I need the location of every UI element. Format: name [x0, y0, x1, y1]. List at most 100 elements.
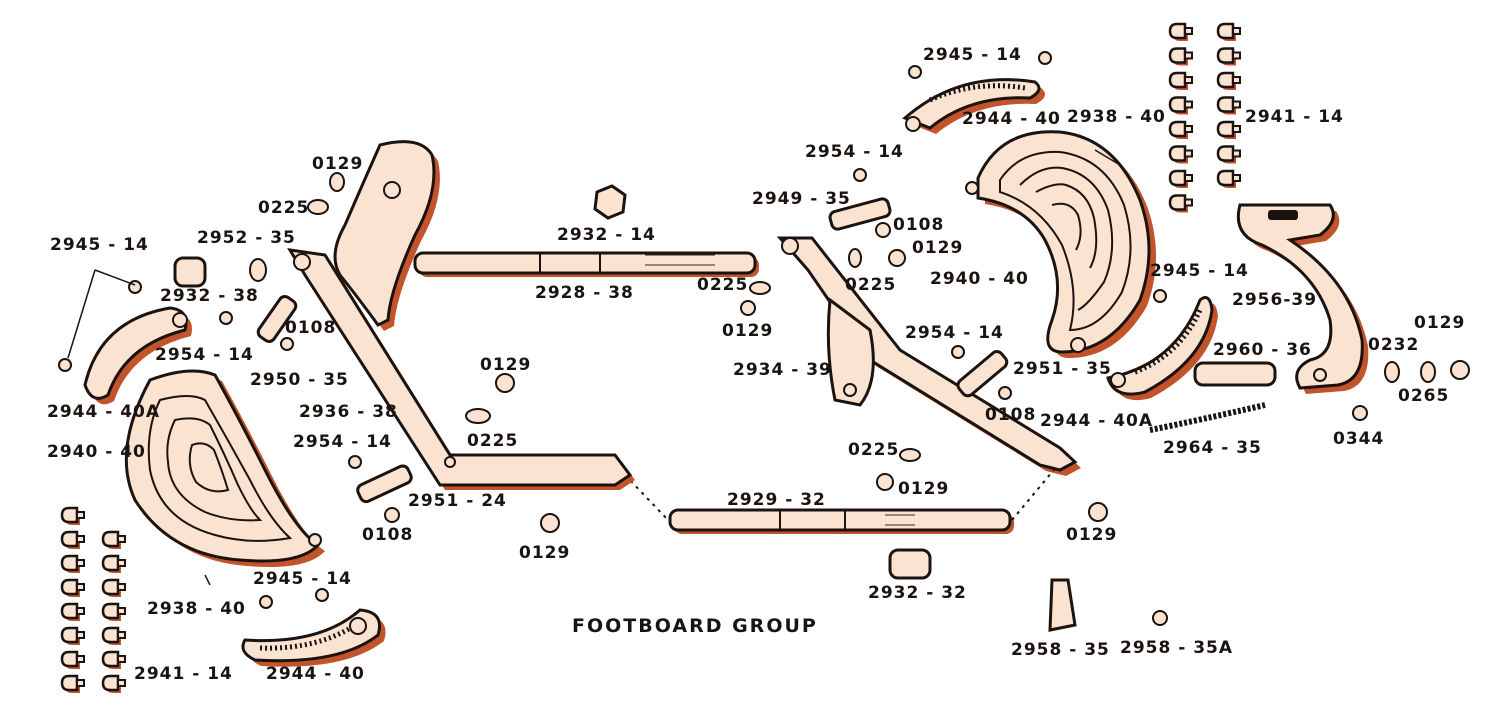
label-0129: 0129 [1066, 525, 1117, 545]
bolt [1168, 169, 1187, 187]
bolt [1168, 96, 1187, 113]
bolt [60, 530, 79, 548]
part-labels: 2945 - 14 2954 - 14 2938 - 40 2941 - 14 … [47, 45, 1465, 684]
label-0225: 0225 [258, 198, 309, 218]
label-0129: 0129 [480, 355, 531, 375]
label-2949-35: 2949 - 35 [752, 189, 851, 209]
bolt [1168, 22, 1187, 40]
right-hardware [740, 197, 1470, 632]
label-2940-40: 2940 - 40 [930, 269, 1029, 289]
bolt [101, 626, 120, 644]
label-0225: 0225 [697, 275, 748, 295]
label-2934-39: 2934 - 39 [733, 360, 832, 380]
label-2938-40: 2938 - 40 [1067, 107, 1166, 127]
bolt [1168, 194, 1187, 211]
diagram-title: FOOTBOARD GROUP [572, 615, 818, 637]
bolt [60, 650, 79, 668]
label-2954-14: 2954 - 14 [805, 142, 904, 162]
label-2945-14: 2945 - 14 [923, 45, 1022, 65]
bolt [1168, 145, 1187, 162]
label-2945-14: 2945 - 14 [1150, 261, 1249, 281]
bolt [1216, 145, 1235, 162]
right-lower-rubber [1106, 296, 1218, 401]
left-lever [287, 140, 635, 490]
bolt [1216, 169, 1235, 187]
label-0225: 0225 [467, 431, 518, 451]
bolt [60, 578, 79, 596]
label-2951-35: 2951 - 35 [1013, 359, 1112, 379]
bolt [1168, 120, 1187, 138]
label-2945-14: 2945 - 14 [50, 235, 149, 255]
label-2954-14: 2954 - 14 [155, 345, 254, 365]
label-2938-40: 2938 - 40 [147, 599, 246, 619]
label-2950-35: 2950 - 35 [250, 370, 349, 390]
label-2940-40: 2940 - 40 [47, 442, 146, 462]
left-upper-rubber [83, 306, 192, 405]
label-2952-35: 2952 - 35 [197, 228, 296, 248]
right-footboard [965, 130, 1156, 358]
bolt [1216, 71, 1235, 89]
label-2954-14: 2954 - 14 [905, 323, 1004, 343]
left-bolt-rows [60, 506, 126, 693]
right-upper-rubber [902, 78, 1045, 134]
label-0108: 0108 [362, 525, 413, 545]
bolt [101, 650, 120, 668]
label-2929-32: 2929 - 32 [727, 490, 826, 510]
label-0129: 0129 [912, 238, 963, 258]
bolt [1216, 47, 1235, 64]
center-nuts [465, 184, 627, 533]
lower-rod [624, 464, 1059, 534]
label-0129: 0129 [1414, 313, 1465, 333]
bolt [60, 674, 79, 692]
label-2941-14: 2941 - 14 [1245, 107, 1344, 127]
upper-rod [413, 251, 759, 277]
right-bolt-rows [1168, 22, 1241, 213]
label-2958-35A: 2958 - 35A [1120, 638, 1233, 658]
label-0225: 0225 [848, 440, 899, 460]
bolt [101, 674, 120, 692]
bolt [101, 578, 120, 596]
bolt [1168, 47, 1187, 64]
label-0129: 0129 [519, 543, 570, 563]
label-0232: 0232 [1368, 335, 1419, 355]
label-2941-14: 2941 - 14 [134, 664, 233, 684]
bolt [1216, 22, 1235, 40]
right-bracket [1236, 203, 1369, 394]
label-0108: 0108 [893, 215, 944, 235]
bolt [60, 626, 79, 644]
left-footboard [124, 369, 325, 567]
label-2936-38: 2936 - 38 [299, 402, 398, 422]
label-2954-14: 2954 - 14 [293, 432, 392, 452]
label-2944-40: 2944 - 40 [266, 664, 365, 684]
left-lower-rubber [241, 608, 386, 667]
label-2958-35: 2958 - 35 [1011, 640, 1110, 660]
label-2944-40: 2944 - 40 [962, 109, 1061, 129]
label-2932-14: 2932 - 14 [557, 225, 656, 245]
bolt [1216, 96, 1235, 113]
label-2944-40A: 2944 - 40A [1040, 411, 1153, 431]
bolt [60, 506, 79, 524]
label-2951-24: 2951 - 24 [408, 491, 507, 511]
bolt [101, 530, 120, 548]
bolt [101, 554, 120, 572]
label-0344: 0344 [1333, 429, 1384, 449]
label-0129: 0129 [312, 154, 363, 174]
right-lever [776, 236, 1081, 476]
bolt [60, 554, 79, 572]
label-0108: 0108 [985, 405, 1036, 425]
label-0265: 0265 [1398, 386, 1449, 406]
label-2928-38: 2928 - 38 [535, 283, 634, 303]
bolt [1168, 71, 1187, 89]
left-hardware [58, 51, 1167, 609]
bolt [1216, 120, 1235, 138]
label-0225: 0225 [845, 275, 896, 295]
label-2960-36: 2960 - 36 [1213, 340, 1312, 360]
bolt [101, 602, 120, 620]
label-2932-32: 2932 - 32 [868, 583, 967, 603]
bolt [60, 602, 79, 620]
label-2956-39: 2956-39 [1232, 290, 1317, 310]
label-0129: 0129 [898, 479, 949, 499]
label-0129: 0129 [722, 321, 773, 341]
